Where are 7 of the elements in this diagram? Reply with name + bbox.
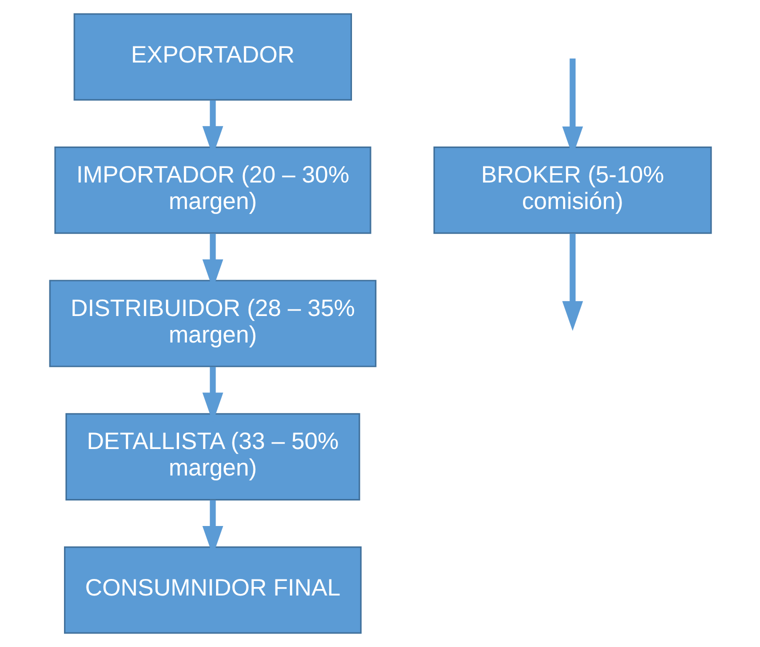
node-box: EXPORTADOR — [73, 13, 352, 101]
arrow — [562, 234, 583, 331]
node-box: DETALLISTA (33 – 50% margen) — [64, 413, 360, 500]
node-box: BROKER (5-10% comisión) — [432, 146, 712, 234]
node-box: CONSUMNIDOR FINAL — [64, 546, 362, 634]
node-box: DISTRIBUIDOR (28 – 35% margen) — [48, 280, 376, 368]
node-box: IMPORTADOR (20 – 30% margen) — [54, 146, 371, 234]
